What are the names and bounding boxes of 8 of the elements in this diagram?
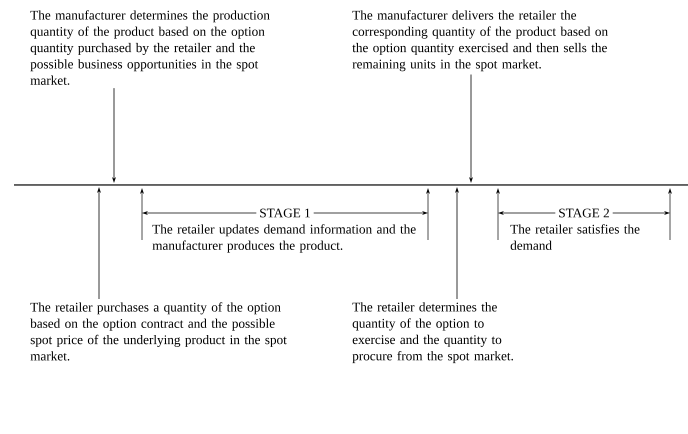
stage-description: The retailer updates demand information and the manufacturer produces the product.	[152, 224, 416, 253]
annotation-text: The manufacturer delivers the retailer the corresponding quantity of the product based on the option quantity exercised and then sells the remaining units in the spot market.	[352, 10, 608, 72]
annotation-text: The retailer determines the quantity of the option to exercise and the quantity to procure from the spot market.	[352, 302, 513, 364]
stage-description: The retailer satisfies the demand	[510, 224, 640, 250]
stage-label: STAGE 1	[256, 208, 314, 218]
stage-label: STAGE 2	[555, 208, 613, 218]
annotation-text: The manufacturer determines the production quantity of the product based on the option quantity purchased by the retailer and the possible business opportunities in the spot market.	[30, 10, 270, 85]
annotation-text: The retailer purchases a quantity of the option based on the option contract and the possible spot price of the underlying product in the spot market.	[30, 302, 287, 361]
